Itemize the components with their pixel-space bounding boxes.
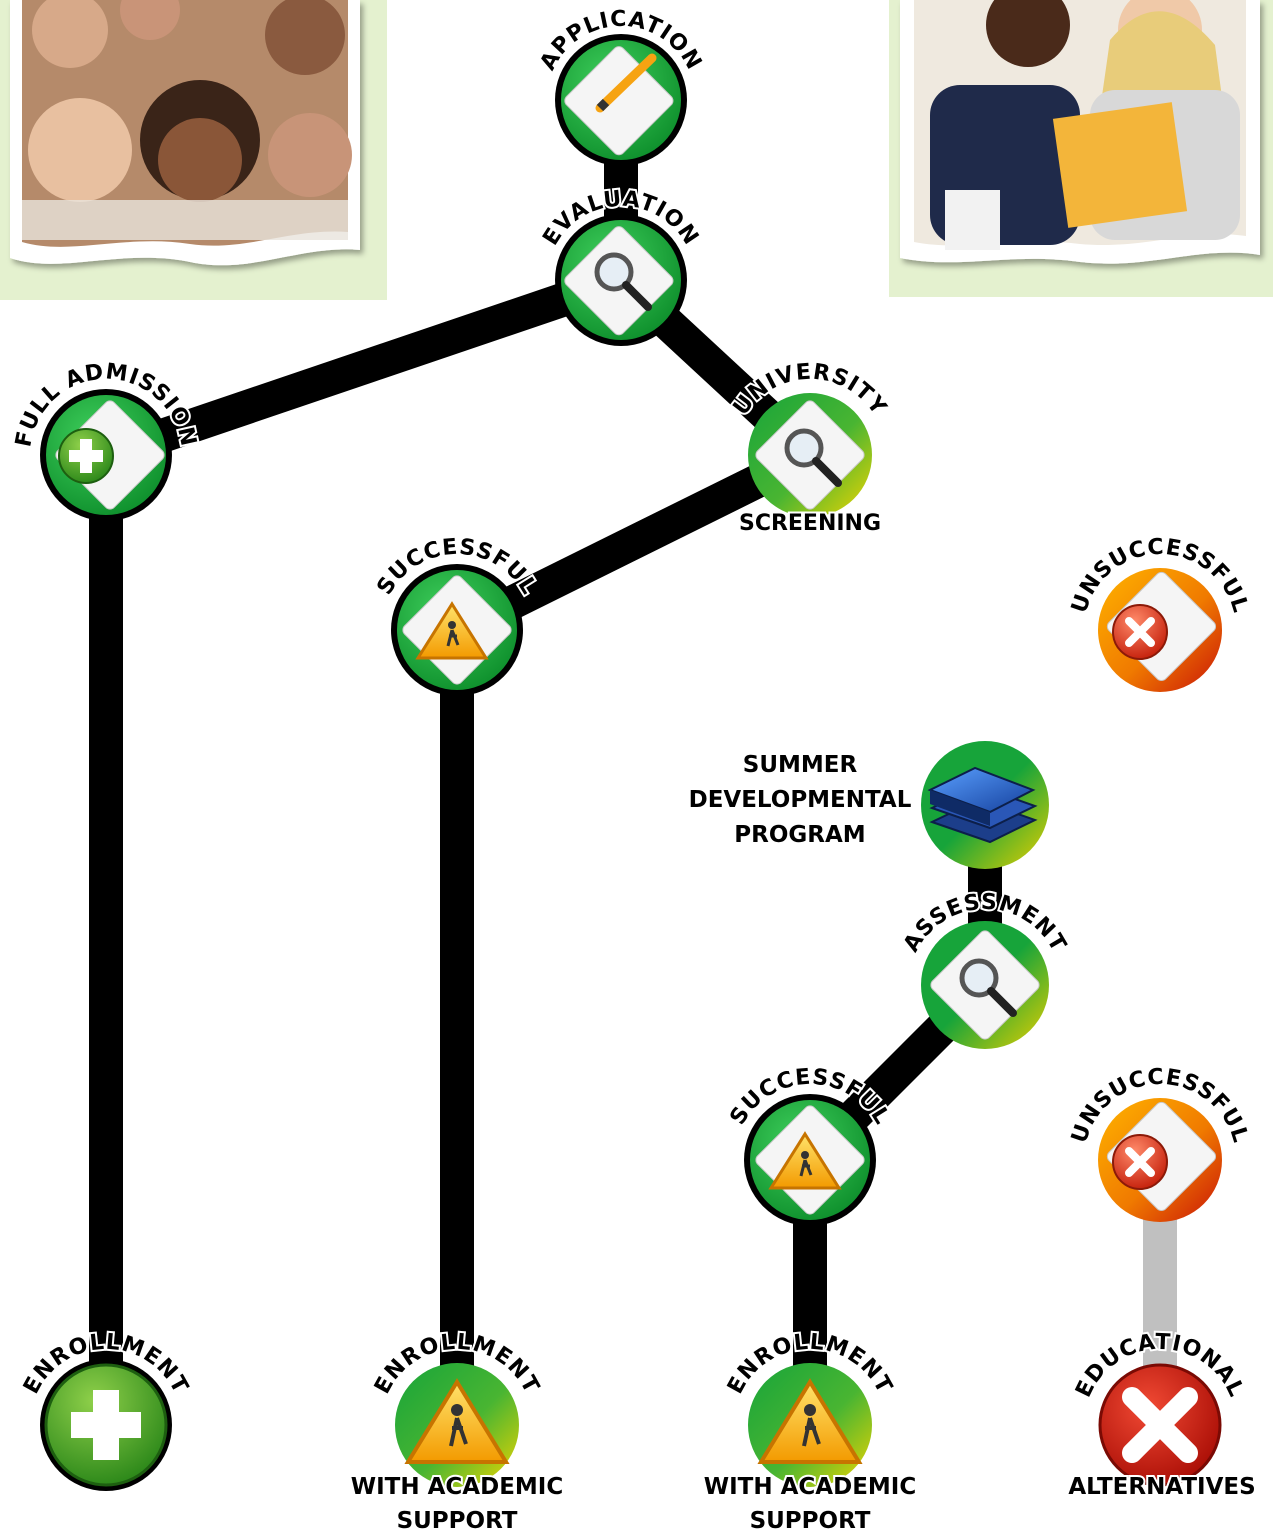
document-pencil-icon [564, 46, 674, 156]
warning-icon [404, 1378, 510, 1464]
document-search-icon [755, 400, 865, 510]
document-x-icon [1112, 604, 1168, 660]
enrollment-support-1-sublabel-line-2: SUPPORT [397, 1508, 518, 1534]
document-search-icon [564, 226, 674, 336]
books-icon [927, 766, 1038, 844]
document-warning-icon [415, 601, 489, 660]
enrollment-support-1-sublabel-line-1: WITH ACADEMIC [351, 1474, 563, 1500]
warning-icon [757, 1378, 863, 1464]
x-icon [1098, 1363, 1222, 1487]
enrollment-support-2-sublabel-line-1: WITH ACADEMIC [704, 1474, 916, 1500]
node-unsuccessful-1: UNSUCCESSFUL [1065, 533, 1254, 692]
connector-evaluation-full-admission [100, 263, 627, 472]
two-students-photo [889, 0, 1273, 297]
node-enrollment-support-2: ENROLLMENT [721, 1328, 898, 1487]
summer-program-label-line-1: SUMMER [743, 752, 858, 778]
node-successful-2: SUCCESSFUL [723, 1063, 896, 1226]
students-group-photo [0, 0, 387, 300]
document-search-icon [930, 930, 1040, 1040]
node-enrollment-support-1: ENROLLMENT [368, 1328, 545, 1487]
node-university-screening-sublabel: SCREENING [739, 511, 881, 536]
node-summer-program [921, 741, 1049, 869]
summer-program-label-line-2: DEVELOPMENTAL [689, 787, 912, 813]
node-educational-alternatives: EDUCATIONAL [1069, 1328, 1250, 1487]
node-enrollment-full: ENROLLMENT [17, 1328, 194, 1491]
node-successful-1: SUCCESSFUL [370, 533, 543, 696]
educational-alternatives-sublabel: ALTERNATIVES [1068, 1474, 1255, 1500]
node-application: APPLICATION [534, 5, 707, 166]
document-warning-icon [768, 1131, 842, 1190]
plus-icon [44, 1363, 168, 1487]
summer-program-label-line-3: PROGRAM [734, 822, 865, 848]
enrollment-support-2-sublabel-line-2: SUPPORT [750, 1508, 871, 1534]
document-plus-icon [58, 428, 114, 484]
node-unsuccessful-2: UNSUCCESSFUL [1065, 1063, 1254, 1222]
document-x-icon [1112, 1134, 1168, 1190]
